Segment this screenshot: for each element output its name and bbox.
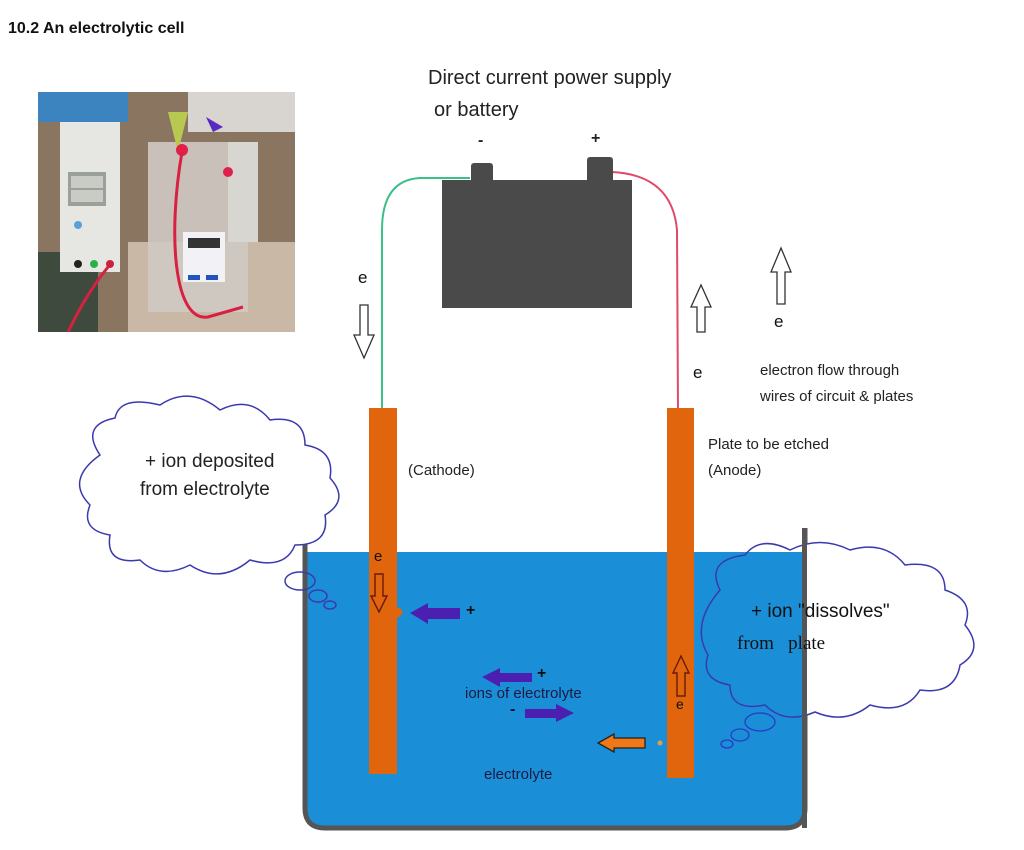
electron-arrow-anode-plate xyxy=(671,654,691,697)
cathode-cloud-line2: from electrolyte xyxy=(140,479,270,500)
positive-terminal-sign: + xyxy=(591,130,601,147)
electron-arrow-cathode-plate xyxy=(369,573,389,614)
anode-label-line1: Plate to be etched xyxy=(708,436,829,453)
electrolyte-label: electrolyte xyxy=(484,766,553,783)
cathode-cloud-text: + ion deposited from electrolyte xyxy=(140,448,274,504)
anode-etch-pit xyxy=(660,733,667,753)
electrolyte-negative-sign: - xyxy=(510,701,516,718)
anode-cloud-text: + ion "dissolves" from plate xyxy=(737,596,890,660)
cathode-deposit xyxy=(397,607,403,618)
electron-flow-legend: electron flow through wires of circuit &… xyxy=(760,358,913,410)
ion-arrow-negative-right xyxy=(525,704,574,722)
electron-arrow-up-wire xyxy=(689,283,713,333)
power-supply-label-line2: or battery xyxy=(434,99,519,121)
anode-cloud-line1: + ion "dissolves" xyxy=(751,601,890,622)
electron-arrow-down-wire xyxy=(353,304,375,360)
cathode-ion-sign: + xyxy=(466,602,476,619)
ion-arrow-positive-left xyxy=(482,668,532,687)
ion-arrow-to-cathode xyxy=(410,603,460,624)
tank-right-wall xyxy=(802,528,807,828)
legend-line2: wires of circuit & plates xyxy=(760,388,914,405)
positive-wire xyxy=(611,171,679,411)
cathode-cloud-line1: + ion deposited xyxy=(145,451,275,472)
dissolved-ion xyxy=(657,740,663,746)
anode-plate xyxy=(667,408,694,778)
setup-photo xyxy=(38,92,295,332)
electron-label-positive-wire: e xyxy=(693,363,703,382)
power-supply-label-line1: Direct current power supply xyxy=(428,67,672,89)
electron-label-cathode-plate: e xyxy=(374,548,383,565)
anode-label: Plate to be etched (Anode) xyxy=(708,432,829,484)
anode-cloud-line2: from plate xyxy=(737,633,826,654)
ion-arrow-from-anode xyxy=(596,732,646,754)
cathode-cloud xyxy=(78,395,340,610)
electron-arrow-legend xyxy=(770,246,792,305)
battery xyxy=(442,157,632,308)
negative-wire xyxy=(381,177,470,410)
negative-terminal-sign: - xyxy=(478,132,484,149)
electron-label-anode-plate: e xyxy=(676,696,684,712)
anode-label-line2: (Anode) xyxy=(708,462,762,479)
electrolyte-positive-sign: + xyxy=(537,665,547,682)
ions-of-electrolyte-label: ions of electrolyte xyxy=(465,685,582,702)
cathode-label: (Cathode) xyxy=(408,462,475,479)
anode-cloud xyxy=(700,541,975,749)
battery-positive-terminal xyxy=(587,157,613,183)
figure-title: 10.2 An electrolytic cell xyxy=(8,20,185,37)
legend-line1: electron flow through xyxy=(760,362,900,379)
battery-negative-terminal xyxy=(471,163,493,183)
electron-label-negative-wire: e xyxy=(358,268,368,287)
power-supply-label: Direct current power supply or battery xyxy=(428,62,671,126)
electron-label-legend: e xyxy=(774,312,784,331)
battery-body xyxy=(442,180,632,308)
